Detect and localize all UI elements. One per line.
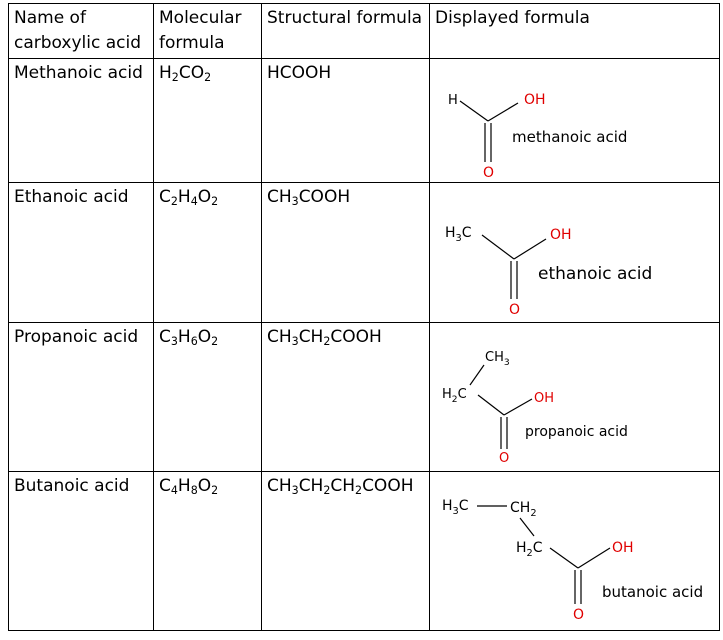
ethanoic-acid-structure: H3C OH O ethanoic acid bbox=[445, 225, 652, 318]
structural-formula: HCOOH bbox=[261, 58, 430, 183]
atom-o: O bbox=[509, 302, 520, 318]
molecule-label: methanoic acid bbox=[512, 128, 627, 146]
butanoic-acid-structure: H3C CH2 H2C OH O butanoic acid bbox=[442, 498, 703, 623]
bond bbox=[477, 394, 505, 416]
bond bbox=[577, 547, 611, 569]
propanoic-acid-structure: CH3 H2C OH O propanoic acid bbox=[442, 350, 628, 466]
bond bbox=[469, 364, 485, 386]
acid-name: Propanoic acid bbox=[8, 322, 154, 472]
structural-formula: CH3COOH bbox=[261, 182, 430, 323]
atom-h2c: H2C bbox=[516, 540, 543, 559]
bond bbox=[481, 234, 515, 260]
table-row-propanoic: Propanoic acid C3H6O2 CH3CH2COOH CH3 H2C… bbox=[8, 322, 720, 472]
displayed-formula: H3C CH2 H2C OH O butanoic acid bbox=[429, 471, 720, 631]
atom-oh: OH bbox=[550, 227, 572, 243]
atom-h2c: H2C bbox=[442, 387, 467, 405]
molecule-label: ethanoic acid bbox=[538, 264, 652, 284]
molecular-formula: H2CO2 bbox=[153, 58, 262, 183]
atom-h: H bbox=[448, 93, 458, 108]
molecule-label: butanoic acid bbox=[602, 583, 703, 601]
table-row-ethanoic: Ethanoic acid C2H4O2 CH3COOH H3C OH O et… bbox=[8, 182, 720, 323]
header-row: Name of carboxylic acid Molecular formul… bbox=[8, 3, 720, 59]
table-row-methanoic: Methanoic acid H2CO2 HCOOH H OH O methan… bbox=[8, 58, 720, 183]
displayed-formula: H OH O methanoic acid bbox=[429, 58, 720, 183]
bond bbox=[549, 547, 579, 569]
bond bbox=[519, 517, 535, 537]
atom-oh: OH bbox=[612, 540, 634, 556]
carboxylic-acids-table: Name of carboxylic acid Molecular formul… bbox=[8, 3, 720, 631]
bond bbox=[503, 398, 533, 416]
acid-name: Butanoic acid bbox=[8, 471, 154, 631]
atom-oh: OH bbox=[534, 391, 554, 406]
structural-formula: CH3CH2CH2COOH bbox=[261, 471, 430, 631]
atom-o: O bbox=[573, 607, 584, 623]
table-row-butanoic: Butanoic acid C4H8O2 CH3CH2CH2COOH H3C C… bbox=[8, 471, 720, 631]
atom-h3c: H3C bbox=[445, 225, 472, 244]
header-structural-formula: Structural formula bbox=[261, 3, 430, 59]
structural-formula: CH3CH2COOH bbox=[261, 322, 430, 472]
bond bbox=[513, 238, 547, 260]
bond bbox=[487, 102, 519, 122]
atom-h3c: H3C bbox=[442, 498, 469, 517]
atom-o: O bbox=[483, 165, 494, 178]
atom-o: O bbox=[499, 451, 509, 466]
atom-oh: OH bbox=[524, 92, 546, 108]
molecular-formula: C4H8O2 bbox=[153, 471, 262, 631]
displayed-formula: H3C OH O ethanoic acid bbox=[429, 182, 720, 323]
bond bbox=[459, 100, 489, 122]
acid-name: Methanoic acid bbox=[8, 58, 154, 183]
atom-ch2: CH2 bbox=[510, 500, 537, 519]
atom-ch3: CH3 bbox=[485, 350, 510, 368]
molecular-formula: C3H6O2 bbox=[153, 322, 262, 472]
header-displayed-formula: Displayed formula bbox=[429, 3, 720, 59]
molecular-formula: C2H4O2 bbox=[153, 182, 262, 323]
methanoic-acid-structure: H OH O methanoic acid bbox=[448, 92, 627, 178]
molecule-label: propanoic acid bbox=[525, 424, 628, 440]
header-molecular-formula: Molecular formula bbox=[153, 3, 262, 59]
acid-name: Ethanoic acid bbox=[8, 182, 154, 323]
displayed-formula: CH3 H2C OH O propanoic acid bbox=[429, 322, 720, 472]
header-name: Name of carboxylic acid bbox=[8, 3, 154, 59]
